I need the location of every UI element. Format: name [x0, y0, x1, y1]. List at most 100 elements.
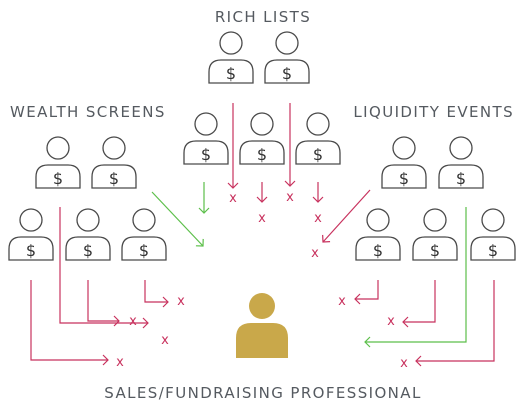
reject-x-mark: x — [387, 314, 395, 329]
person-body-shape — [412, 236, 458, 261]
person-body-shape — [8, 236, 54, 261]
dollar-sign-icon: $ — [399, 169, 409, 188]
dollar-sign-icon: $ — [226, 64, 236, 83]
prospect-person-icon: $ — [91, 136, 137, 189]
person-head-shape — [449, 136, 473, 160]
reject-x-mark: x — [161, 333, 169, 348]
dollar-sign-icon: $ — [456, 169, 466, 188]
prospect-icons: $ $ $ $ $ $ $ $ $ $ $ $ $ $ $ — [8, 31, 516, 261]
connector-arrow — [416, 280, 495, 362]
connector-arrow — [403, 280, 436, 323]
person-head-shape — [366, 208, 390, 232]
dollar-sign-icon: $ — [430, 241, 440, 260]
prospect-person-icon: $ — [65, 208, 111, 261]
arrowhead-shape — [113, 315, 120, 327]
person-body-shape — [208, 59, 254, 84]
dollar-sign-icon: $ — [109, 169, 119, 188]
connector-line-shape — [144, 280, 168, 303]
prospect-person-icon: $ — [35, 136, 81, 189]
connector-arrow — [30, 280, 108, 361]
arrowhead-shape — [364, 336, 371, 348]
reject-x-mark: x — [311, 246, 319, 261]
person-head-shape — [392, 136, 416, 160]
dollar-sign-icon: $ — [53, 169, 63, 188]
person-body-shape — [35, 164, 81, 189]
arrowhead-shape — [256, 196, 268, 203]
arrowhead-shape — [322, 234, 331, 243]
wealth-screens-label: WEALTH SCREENS — [10, 103, 166, 121]
person-body-shape — [65, 236, 111, 261]
arrowhead-shape — [162, 296, 169, 308]
arrowhead-shape — [402, 316, 409, 328]
prospect-person-icon: $ — [8, 208, 54, 261]
person-head-shape — [250, 112, 274, 136]
person-head-shape — [306, 112, 330, 136]
professional-body-shape — [236, 323, 288, 358]
person-head-shape — [46, 136, 70, 160]
reject-x-mark: x — [177, 294, 185, 309]
connector-line-shape — [30, 280, 108, 361]
person-head-shape — [481, 208, 505, 232]
person-head-shape — [102, 136, 126, 160]
person-body-shape — [264, 59, 310, 84]
prospect-person-icon: $ — [470, 208, 516, 261]
reject-x-mark: x — [258, 211, 266, 226]
prospect-person-icon: $ — [412, 208, 458, 261]
prospect-person-icon: $ — [183, 112, 229, 165]
arrowhead-shape — [284, 180, 296, 187]
liquidity-events-label: LIQUIDITY EVENTS — [353, 103, 514, 121]
rich-lists-label: RICH LISTS — [214, 8, 312, 26]
reject-x-mark: x — [129, 314, 137, 329]
dollar-sign-icon: $ — [373, 241, 383, 260]
person-head-shape — [19, 208, 43, 232]
arrowhead-shape — [198, 207, 210, 214]
person-body-shape — [355, 236, 401, 261]
connector-arrow — [322, 189, 371, 243]
dollar-sign-icon: $ — [83, 241, 93, 260]
connector-line-shape — [322, 189, 371, 243]
reject-x-mark: x — [286, 190, 294, 205]
person-head-shape — [132, 208, 156, 232]
connector-line-shape — [355, 280, 379, 300]
arrowhead-shape — [227, 182, 239, 189]
person-head-shape — [219, 31, 243, 55]
person-body-shape — [381, 164, 427, 189]
person-body-shape — [121, 236, 167, 261]
prospect-person-icon: $ — [295, 112, 341, 165]
connector-line-shape — [87, 280, 119, 322]
arrowhead-shape — [415, 355, 422, 367]
person-head-shape — [423, 208, 447, 232]
professional-icon — [236, 293, 288, 358]
dollar-sign-icon: $ — [282, 64, 292, 83]
person-body-shape — [295, 140, 341, 165]
reject-x-mark: x — [338, 294, 346, 309]
person-body-shape — [438, 164, 484, 189]
dollar-sign-icon: $ — [488, 241, 498, 260]
arrowhead-shape — [195, 238, 204, 247]
prospect-person-icon: $ — [208, 31, 254, 84]
person-head-shape — [194, 112, 218, 136]
connector-line-shape — [151, 191, 204, 247]
prospect-person-icon: $ — [381, 136, 427, 189]
connector-line-shape — [416, 280, 495, 362]
arrowhead-shape — [312, 196, 324, 203]
connector-arrow — [87, 280, 119, 322]
arrowhead-shape — [354, 293, 361, 305]
connector-line-shape — [403, 280, 436, 323]
connector-arrow — [59, 207, 148, 324]
prospect-person-icon: $ — [438, 136, 484, 189]
dollar-sign-icon: $ — [139, 241, 149, 260]
sales-fundraising-professional-label: SALES/FUNDRAISING PROFESSIONAL — [104, 384, 422, 402]
reject-x-mark: x — [400, 356, 408, 371]
reject-x-mark: x — [116, 355, 124, 370]
person-head-shape — [275, 31, 299, 55]
dollar-sign-icon: $ — [26, 241, 36, 260]
prospect-person-icon: $ — [355, 208, 401, 261]
professional-head-shape — [249, 293, 275, 319]
reject-x-mark: x — [229, 191, 237, 206]
dollar-sign-icon: $ — [201, 145, 211, 164]
dollar-sign-icon: $ — [257, 145, 267, 164]
connector-arrow — [144, 280, 168, 303]
